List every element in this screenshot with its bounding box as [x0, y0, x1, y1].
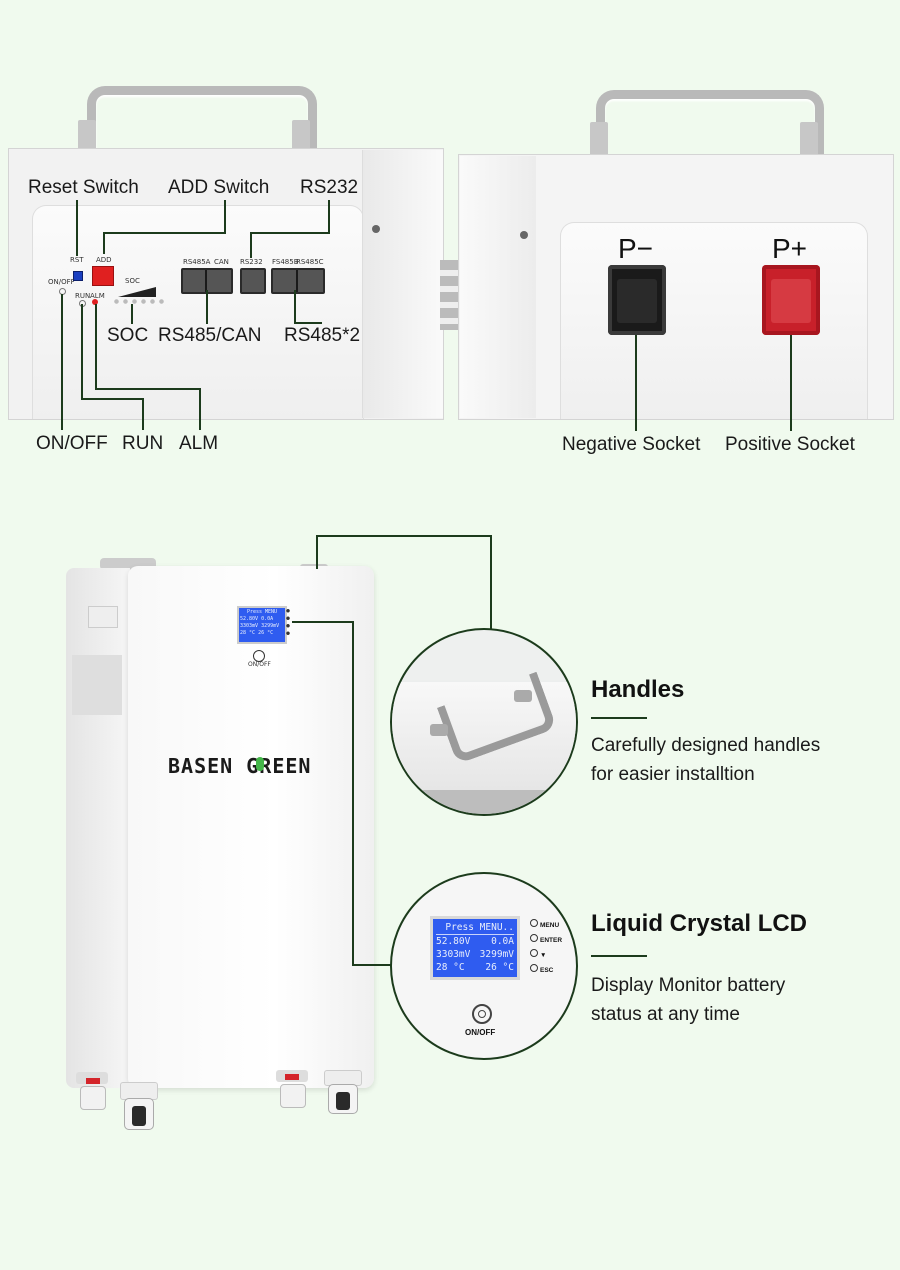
negative-socket[interactable]	[608, 265, 666, 335]
feature-lcd-desc-line1: Display Monitor battery	[591, 975, 786, 996]
feature-lcd-desc: Display Monitor battery status at any ti…	[591, 971, 785, 1029]
battery-lcd-small: Press MENU 52.80V 0.0A 3303mV 3299mV 28 …	[237, 606, 287, 644]
wheel-front-right-a	[120, 1082, 158, 1130]
soc-label: SOC	[107, 325, 149, 346]
handles-zoom-circle	[390, 628, 578, 816]
battery-front-panel	[128, 566, 374, 1088]
panel-screw-icon	[372, 225, 380, 233]
feature-lcd-title: Liquid Crystal LCD	[591, 910, 808, 937]
battery-lcd-r3b: 26 °C	[258, 630, 274, 636]
power-button-icon[interactable]	[472, 1004, 492, 1024]
rs485-can-port[interactable]	[181, 268, 233, 294]
feature-lcd-desc-line2: status at any time	[591, 1004, 740, 1025]
reset-button[interactable]	[73, 271, 83, 281]
lcd-zoom-screen: Press MENU.. 52.80V 0.0A 3303mV 3299mV 28 …	[430, 916, 520, 980]
lcd-zoom-button-list: MENU ENTER ▼ ESC	[530, 918, 562, 978]
down-button-label: ▼	[540, 952, 547, 959]
positive-socket-label: Positive Socket	[725, 434, 855, 455]
p-minus-label: P−	[618, 233, 654, 264]
lcd-zoom-header: Press MENU..	[436, 921, 514, 935]
lcd-zoom-power-label: ON/OFF	[465, 1028, 496, 1037]
rs485-can-label: RS485/CAN	[158, 325, 262, 346]
feature-handles-desc: Carefully designed handles for easier in…	[591, 731, 820, 789]
wheel-back-right	[324, 1070, 362, 1114]
esc-button-label: ESC	[540, 967, 554, 974]
brand-leaf-icon	[256, 757, 264, 771]
lcd-zoom-temp1: 28 °C	[436, 962, 465, 973]
menu-button-icon	[530, 919, 538, 927]
battery-lcd-r2b: 3299mV	[261, 623, 280, 629]
on-off-label: ON/OFF	[36, 433, 108, 454]
lcd-zoom-voltage: 52.80V	[436, 936, 471, 947]
battery-lcd-r1b: 0.0A	[261, 616, 274, 622]
add-printed: ADD	[96, 256, 112, 264]
rs485a-printed: RS485A	[183, 258, 211, 266]
brand-logo-text: BASEN GREEN	[168, 754, 312, 778]
soc-indicator-wedge	[118, 287, 156, 297]
run-label: RUN	[122, 433, 164, 454]
lcd-zoom-circle: Press MENU.. 52.80V 0.0A 3303mV 3299mV 28 …	[390, 872, 578, 1060]
reset-switch-label: Reset Switch	[28, 177, 139, 198]
battery-lcd-buttons[interactable]	[285, 607, 291, 637]
handle-right	[596, 90, 824, 159]
p-plus-label: P+	[772, 233, 808, 264]
battery-on-off-label: ON/OFF	[248, 661, 271, 668]
down-button-icon	[530, 949, 538, 957]
battery-lcd-r1a: 52.80V	[240, 616, 259, 622]
feature-lcd-rule	[591, 955, 647, 957]
lcd-zoom-cell-min: 3299mV	[479, 949, 514, 960]
soc-leds	[112, 299, 164, 304]
rs485c-printed: RS485C	[296, 258, 324, 266]
battery-side-recess	[72, 655, 122, 715]
brand-logo: BASEN GREEN	[168, 754, 311, 778]
soc-printed: SOC	[125, 277, 140, 285]
alm-label: ALM	[179, 433, 219, 454]
rst-printed: RST	[70, 256, 84, 264]
feature-handles-title: Handles	[591, 676, 685, 703]
negative-socket-label: Negative Socket	[562, 434, 701, 455]
on-off-printed: ON/OFF	[48, 278, 75, 286]
run-printed: RUN	[75, 292, 91, 300]
enter-button[interactable]: ENTER	[530, 933, 562, 948]
battery-lcd-r2a: 3303mV	[240, 623, 259, 629]
lcd-zoom-cell-max: 3303mV	[436, 949, 471, 960]
rs232-printed: RS232	[240, 258, 263, 266]
menu-button[interactable]: MENU	[530, 918, 562, 933]
battery-side-ports	[88, 606, 118, 628]
handle-left	[87, 86, 317, 157]
rs485x2-label: RS485*2	[284, 325, 361, 346]
menu-button-label: MENU	[540, 922, 560, 929]
rs232-label: RS232	[300, 177, 359, 198]
battery-side-panel	[66, 568, 130, 1088]
down-button[interactable]: ▼	[530, 948, 562, 963]
lcd-zoom-current: 0.0A	[491, 936, 514, 947]
can-printed: CAN	[214, 258, 229, 266]
panel-screw-icon	[520, 231, 528, 239]
positive-socket[interactable]	[762, 265, 820, 335]
battery-lcd-r3a: 28 °C	[240, 630, 256, 636]
rs485x2-port[interactable]	[271, 268, 325, 294]
wheel-front-left	[76, 1072, 108, 1110]
feature-handles-desc-line1: Carefully designed handles	[591, 735, 821, 756]
enter-button-icon	[530, 934, 538, 942]
wheel-back-left	[276, 1070, 308, 1108]
alm-led	[92, 299, 98, 305]
esc-button-icon	[530, 964, 538, 972]
enter-button-label: ENTER	[540, 937, 563, 944]
power-icon[interactable]	[253, 650, 265, 662]
esc-button[interactable]: ESC	[530, 963, 562, 978]
rs232-port[interactable]	[240, 268, 266, 294]
feature-handles-desc-line2: for easier installtion	[591, 764, 755, 785]
battery-lcd-header: Press MENU	[246, 609, 278, 615]
add-dip-switch[interactable]	[92, 266, 114, 286]
feature-handles-rule	[591, 717, 647, 719]
add-switch-label: ADD Switch	[168, 177, 270, 198]
rs485b-printed: FS485B	[272, 258, 299, 266]
alm-printed: ALM	[90, 292, 105, 300]
lcd-zoom-temp2: 26 °C	[485, 962, 514, 973]
